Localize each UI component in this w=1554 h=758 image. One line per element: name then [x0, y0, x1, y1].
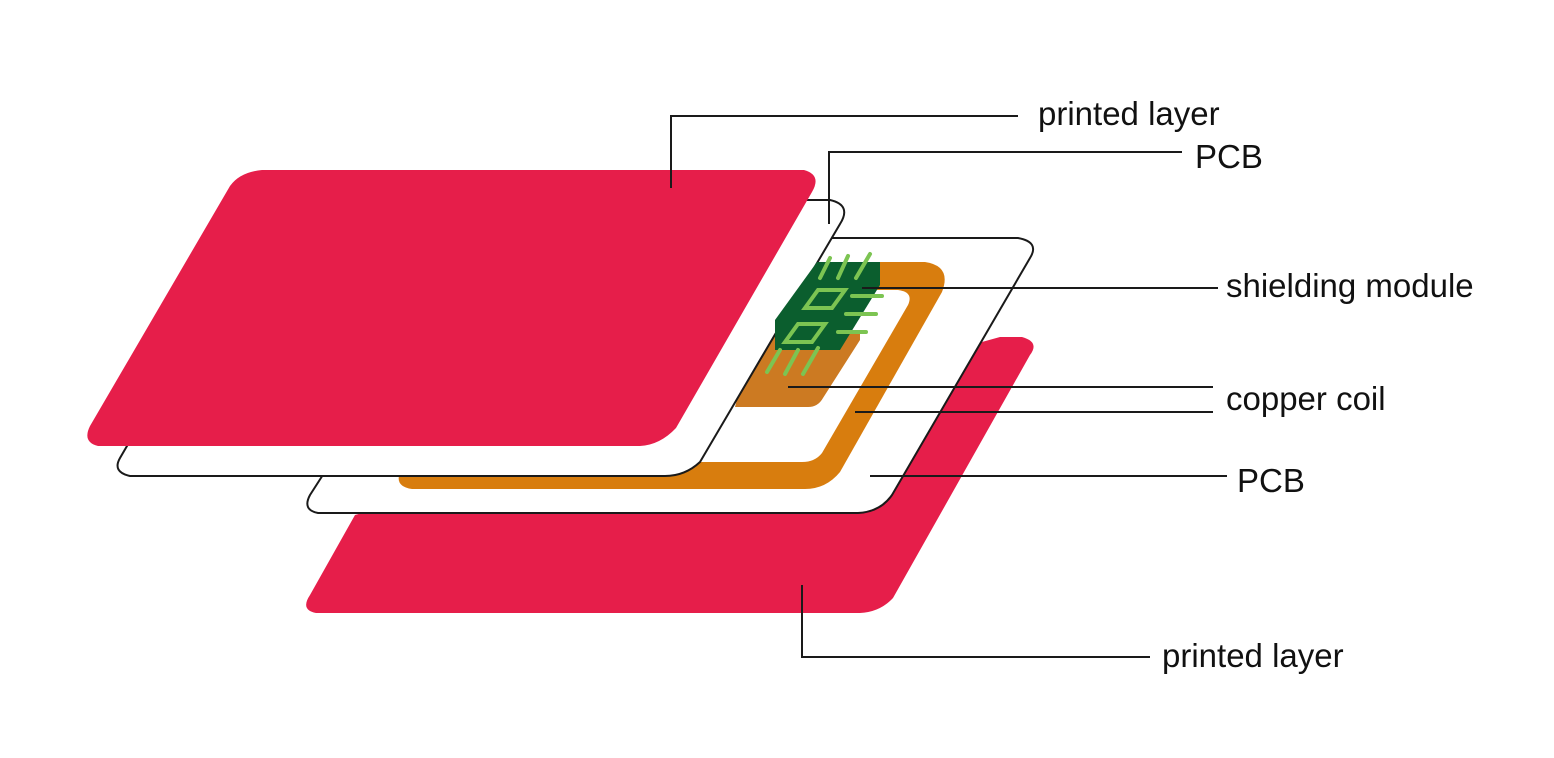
chip-icon — [765, 252, 884, 376]
leader-lines — [670, 115, 1227, 658]
label-shielding-module: shielding module — [1226, 267, 1474, 304]
leader-printed-layer-bottom — [801, 585, 1150, 658]
leader-pcb-top — [828, 151, 1182, 224]
label-pcb-top: PCB — [1195, 138, 1263, 175]
label-printed-layer-bottom: printed layer — [1162, 637, 1344, 674]
label-pcb-bottom: PCB — [1237, 462, 1305, 499]
label-printed-layer-top: printed layer — [1038, 95, 1220, 132]
leader-printed-layer-top — [670, 115, 1018, 188]
printed-layer-top-shape — [87, 170, 816, 446]
label-copper-coil: copper coil — [1226, 380, 1386, 417]
